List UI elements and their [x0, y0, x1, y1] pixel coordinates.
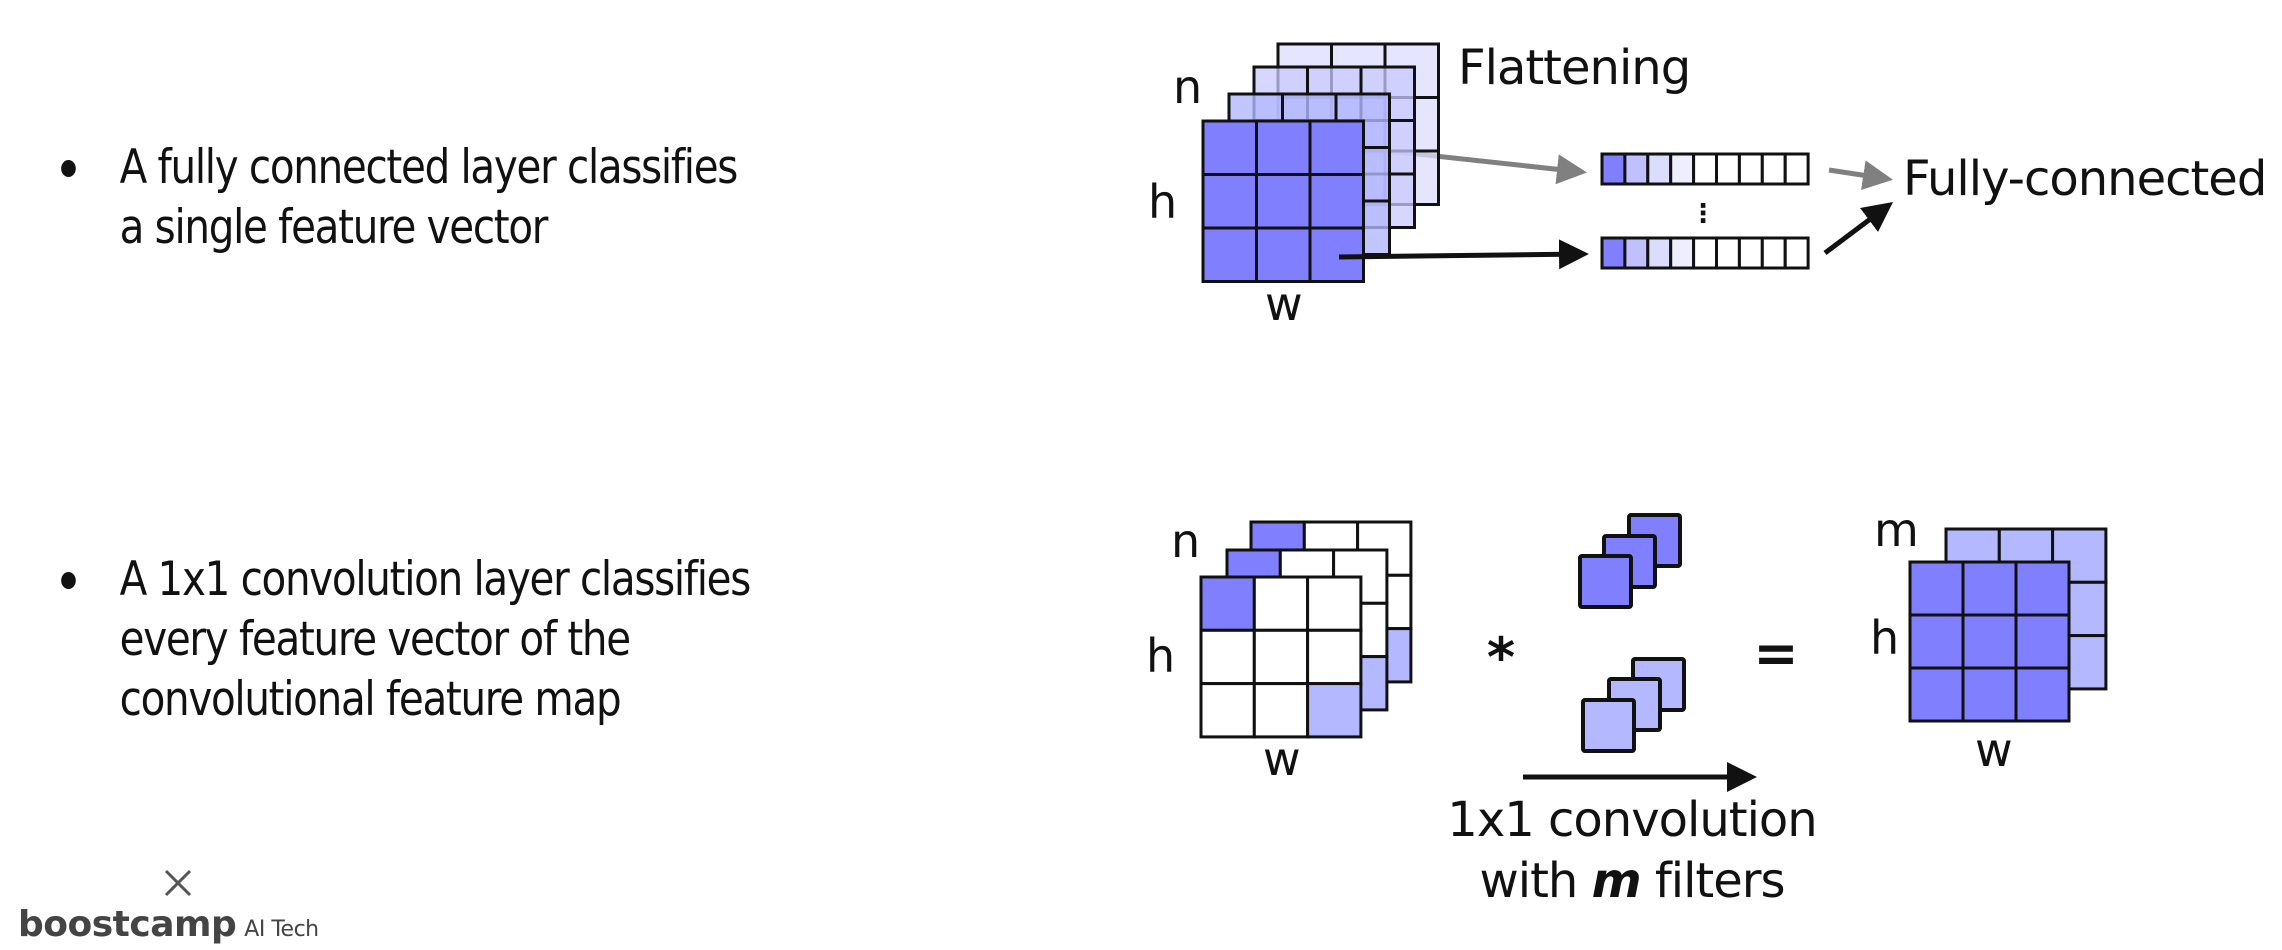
- dim-label-n: n: [1173, 60, 1202, 114]
- vector-cell: [1669, 236, 1696, 270]
- grid-cell: [1306, 628, 1363, 686]
- vector-cell: [1646, 152, 1673, 186]
- caption-prefix: with: [1479, 853, 1591, 909]
- vector-cell: [1715, 152, 1741, 186]
- feature-vector-2: [1600, 236, 1810, 270]
- diagram-canvas: ⋮ Flattening Fully-connected n h w n h w…: [1146, 40, 2267, 909]
- vector-cell: [1737, 236, 1764, 270]
- output-dim-label-h: h: [1870, 611, 1899, 665]
- feature-vector-1: [1600, 152, 1810, 186]
- grid-cell: [1201, 119, 1258, 176]
- output-feature-map-stack: [1908, 527, 2108, 723]
- vector-cell: [1783, 152, 1810, 186]
- gray-fc-arrow: [1828, 160, 1893, 191]
- grid-cell: [1306, 575, 1363, 632]
- bullet-dot: [61, 572, 76, 589]
- black-fc-arrow: [1823, 202, 1893, 255]
- caption-var-m: m: [1592, 853, 1641, 909]
- filter-square: [1581, 698, 1636, 753]
- vector-cell: [1600, 152, 1627, 186]
- bullet-line: a single feature vector: [119, 200, 549, 255]
- grid-cell: [1308, 173, 1365, 230]
- vector-cell: [1760, 152, 1787, 186]
- input-dim-label-n: n: [1171, 514, 1200, 568]
- vector-cell: [1783, 236, 1810, 270]
- output-dim-label-w: w: [1975, 723, 2013, 777]
- logo-text: boostcamp: [18, 904, 237, 945]
- grid-cell: [1201, 173, 1258, 230]
- output-layer-front: [1908, 560, 2071, 723]
- grid-cell: [1201, 226, 1258, 283]
- caption-suffix: filters: [1641, 853, 1785, 909]
- bullet-line: convolutional feature map: [119, 672, 622, 727]
- input-dim-label-h: h: [1146, 629, 1175, 683]
- grid-cell: [1908, 560, 1965, 617]
- convolution-operator: *: [1487, 626, 1515, 689]
- equals-sign: =: [1753, 622, 1798, 685]
- bullet-line: A 1x1 convolution layer classifies: [119, 552, 752, 607]
- flattening-label: Flattening: [1458, 40, 1690, 96]
- boostcamp-logo: boostcamp AI Tech: [18, 905, 319, 950]
- conv-caption-line1: 1x1 convolution: [1447, 792, 1816, 848]
- filter-group-1: [1578, 513, 1682, 609]
- grid-cell: [1961, 613, 2018, 670]
- filter-group-2: [1581, 657, 1686, 753]
- feature-map-layer-4: [1201, 119, 1365, 283]
- vector-cell: [1692, 236, 1718, 270]
- vector-cell: [1760, 236, 1787, 270]
- grid-cell: [1961, 666, 2018, 723]
- input-feature-map-stack: [1199, 520, 1413, 739]
- grid-cell: [1306, 682, 1363, 739]
- grid-cell: [1961, 560, 2018, 617]
- grid-cell: [1252, 575, 1310, 632]
- grid-cell: [1908, 666, 1965, 723]
- vector-cell: [1737, 152, 1764, 186]
- bullet-line: A fully connected layer classifies: [119, 140, 739, 195]
- output-dim-label-m: m: [1874, 503, 1919, 557]
- grid-cell: [1308, 119, 1365, 176]
- grid-cell: [1199, 682, 1256, 739]
- feature-vectors: [1600, 152, 1810, 270]
- close-icon[interactable]: [162, 867, 194, 899]
- input-dim-label-w: w: [1263, 732, 1301, 786]
- grid-cell: [1199, 628, 1256, 686]
- grid-cell: [1255, 119, 1312, 176]
- bullet-1x1-convolution: A 1x1 convolution layer classifies every…: [56, 550, 752, 730]
- vector-cell: [1600, 236, 1627, 270]
- flattening-diagram: ⋮ Flattening Fully-connected n h w: [1148, 40, 2267, 331]
- grid-cell: [1252, 682, 1310, 739]
- vector-ellipsis: ⋮: [1690, 199, 1716, 229]
- vector-cell: [1623, 236, 1650, 270]
- grid-cell: [1199, 575, 1256, 632]
- vector-cell: [1715, 236, 1741, 270]
- grid-cell: [1255, 226, 1312, 283]
- grid-cell: [1908, 613, 1965, 670]
- grid-cell: [2014, 666, 2071, 723]
- grid-cell: [1255, 173, 1312, 230]
- conv-caption-line2: with m filters: [1479, 853, 1784, 909]
- logo-subtext: AI Tech: [244, 917, 319, 942]
- vector-cell: [1623, 152, 1650, 186]
- black-flatten-arrow: [1338, 239, 1589, 270]
- bullet-line: every feature vector of the: [119, 612, 631, 667]
- grid-cell: [2014, 613, 2071, 670]
- input-layer-3: [1199, 575, 1363, 739]
- bullet-fully-connected: A fully connected layer classifies a sin…: [56, 138, 739, 258]
- conv1x1-diagram: n h w * 1x1 convolution with m filters =…: [1146, 503, 2108, 909]
- grid-cell: [1252, 628, 1310, 686]
- bullet-dot: [61, 160, 76, 177]
- filter-groups: [1578, 513, 1686, 753]
- vector-cell: [1692, 152, 1718, 186]
- filter-square: [1578, 554, 1633, 609]
- dim-label-w: w: [1265, 277, 1303, 331]
- vector-cell: [1669, 152, 1696, 186]
- vector-cell: [1646, 236, 1673, 270]
- fully-connected-label: Fully-connected: [1903, 151, 2266, 207]
- dim-label-h: h: [1148, 175, 1177, 229]
- grid-cell: [2014, 560, 2071, 617]
- feature-map-stack: [1201, 42, 1440, 283]
